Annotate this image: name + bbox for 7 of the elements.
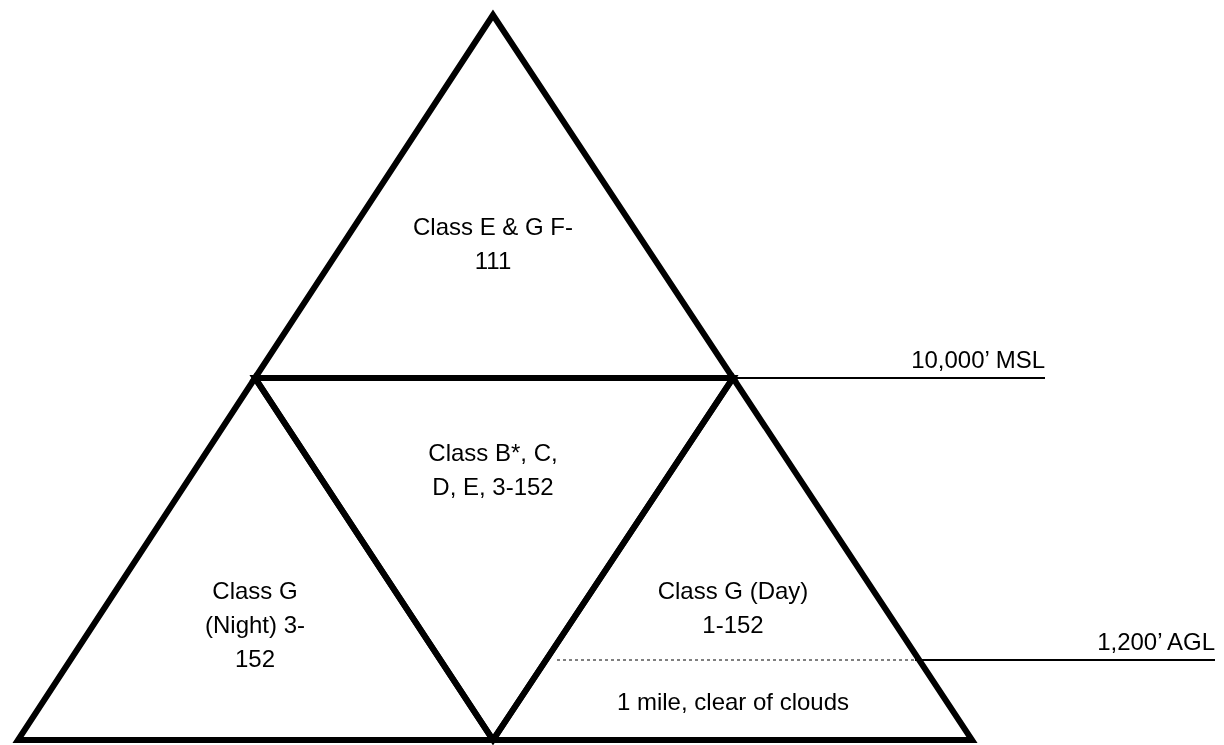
region-label: Class E & G F-111 <box>412 212 574 276</box>
altitude-label: 1,200’ AGL <box>1097 628 1215 656</box>
altitude-label: 10,000’ MSL <box>911 346 1045 374</box>
region-label: Class G (Night) 3-152 <box>204 576 306 674</box>
region-label: Class B*, C, D, E, 3-152 <box>427 438 559 502</box>
region-label: Class G (Day) 1-152 <box>656 576 810 640</box>
region-note: 1 mile, clear of clouds <box>615 687 851 717</box>
